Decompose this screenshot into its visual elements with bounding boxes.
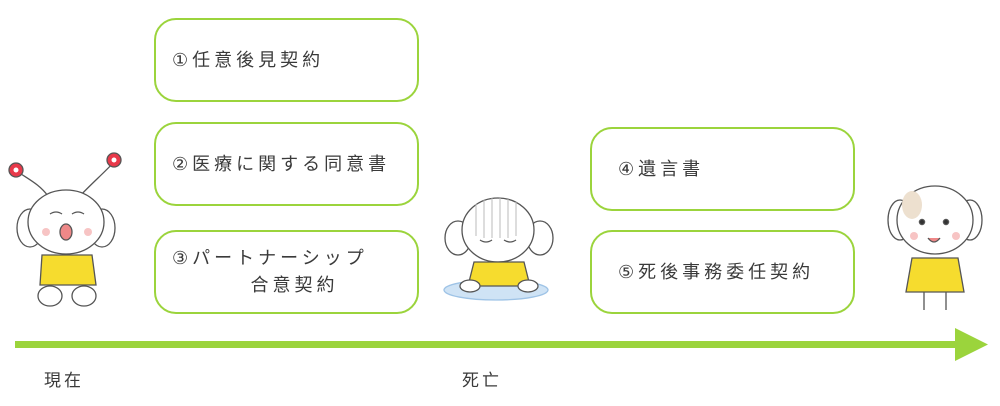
flower-icon: [8, 162, 24, 178]
dog-spirit-illustration: [887, 185, 983, 310]
timeline-death-label: 死亡: [462, 371, 502, 391]
sad-dog-illustration: [443, 197, 554, 301]
happy-dog-illustration: [8, 152, 122, 307]
document-box-1: ①任意後見契約: [154, 18, 419, 102]
document-box-3-label-line1: ③パートナーシップ: [172, 248, 368, 269]
flower-icon: [106, 152, 122, 168]
document-box-3: ③パートナーシップ 合意契約: [154, 230, 419, 314]
document-box-3-label-line2: 合意契約: [250, 275, 339, 296]
timeline-start-label: 現在: [44, 371, 84, 391]
timeline-arrow: [15, 328, 988, 361]
document-box-5: ⑤死後事務委任契約: [590, 230, 855, 314]
timeline-bar: [15, 341, 960, 348]
document-box-2-label: ②医療に関する同意書: [172, 153, 391, 175]
document-box-4: ④遺言書: [590, 127, 855, 211]
document-box-5-label: ⑤死後事務委任契約: [618, 261, 815, 283]
document-box-4-label: ④遺言書: [618, 158, 705, 180]
document-box-1-label: ①任意後見契約: [172, 49, 325, 71]
arrow-head-icon: [955, 328, 988, 361]
document-box-2: ②医療に関する同意書: [154, 122, 419, 206]
